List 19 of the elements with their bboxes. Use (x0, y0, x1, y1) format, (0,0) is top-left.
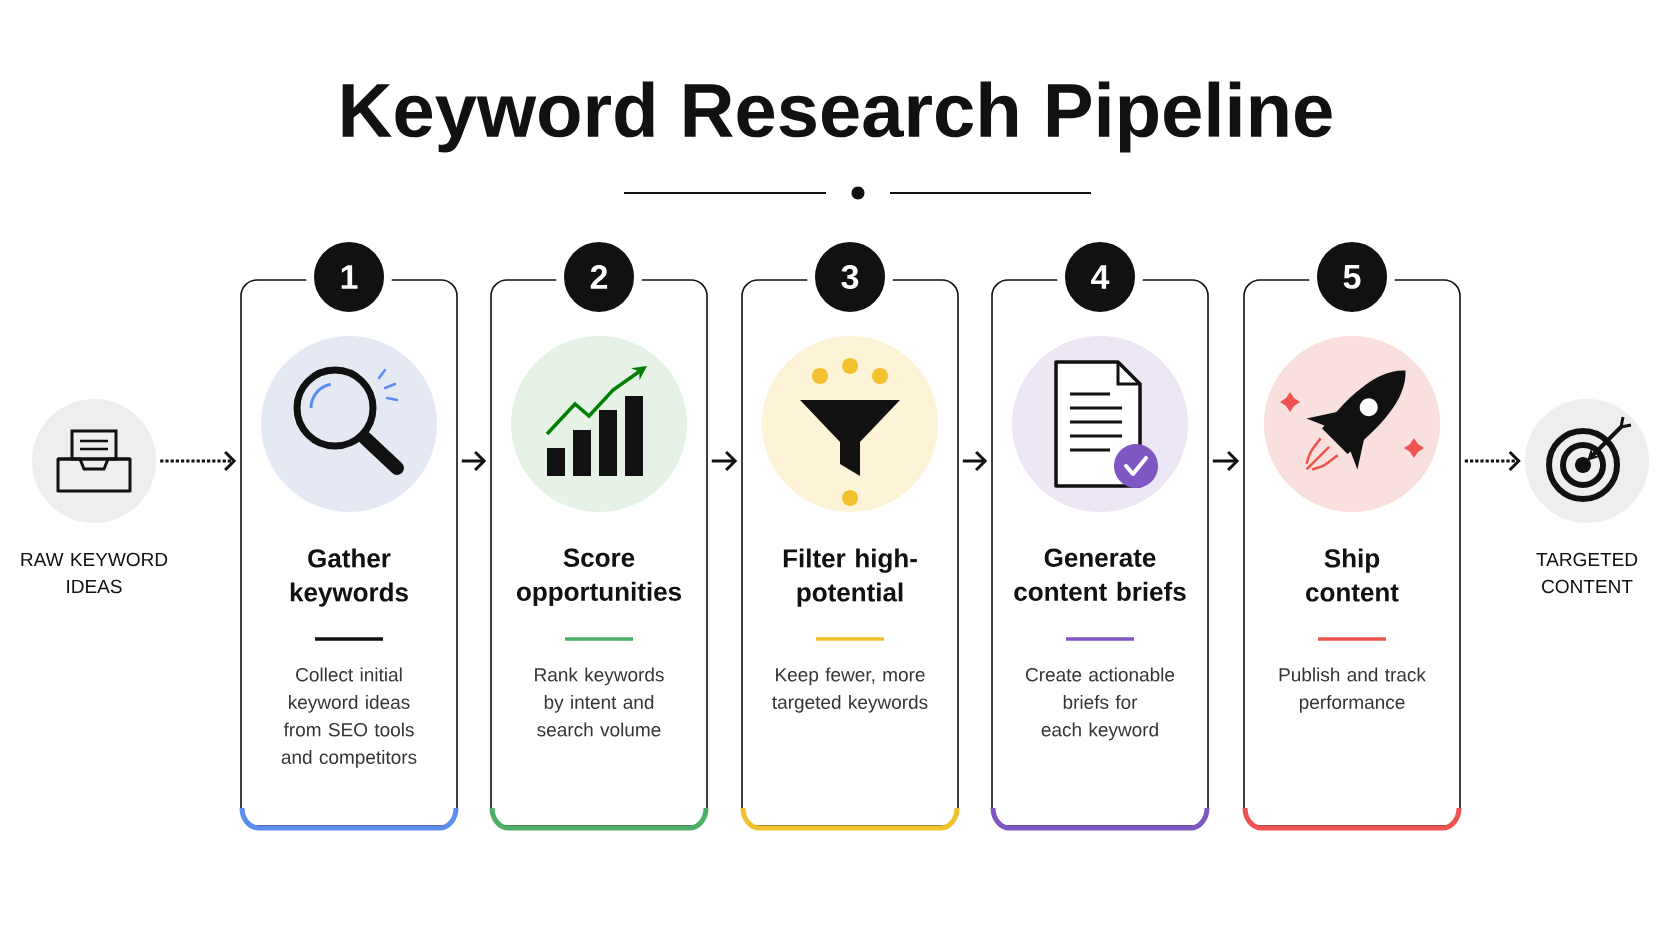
step-title: Gather keywords (290, 548, 408, 607)
step-title: Ship content (1306, 548, 1399, 602)
step-title: Generate content briefs (1014, 548, 1186, 601)
endpoint-label: TARGETED CONTENT (1536, 552, 1638, 594)
arrow (1464, 450, 1521, 472)
arrow (711, 450, 738, 472)
arrow (1212, 450, 1240, 472)
step-description: Keep fewer, more targeted keywords (772, 667, 928, 713)
arrow (160, 450, 237, 472)
step-title: Score opportunities (517, 548, 681, 607)
step-description: Publish and track performance (1279, 667, 1426, 713)
step-title: Filter high-potential (783, 548, 917, 607)
step-description: Rank keywords by intent and search volume (535, 667, 664, 737)
arrow (461, 450, 487, 472)
step-description: Collect initial keyword ideas from SEO tools and competitors (281, 667, 417, 768)
arrow (962, 450, 988, 472)
endpoint-label: RAW KEYWORD IDEAS (21, 552, 168, 594)
step-description: Create actionable briefs for each keyword (1026, 667, 1175, 741)
title: Keyword Research Pipeline (342, 81, 1332, 153)
